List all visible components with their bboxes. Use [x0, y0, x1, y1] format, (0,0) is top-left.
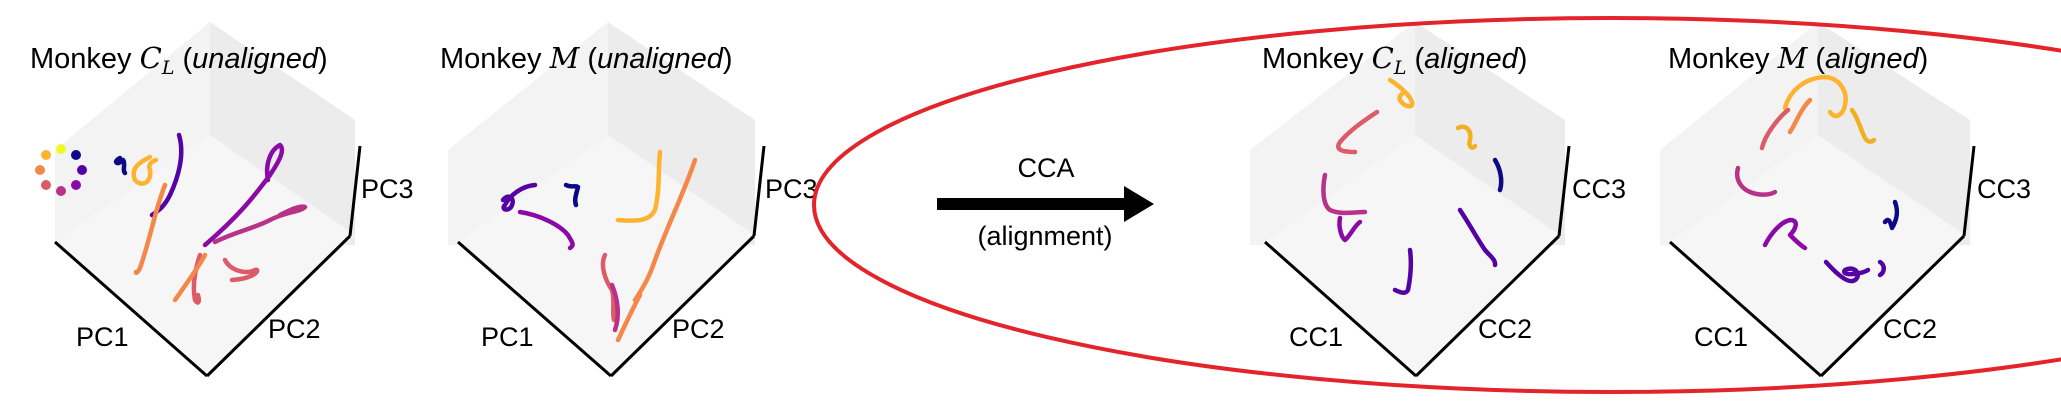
trajectory-line: [563, 182, 581, 208]
axis-label-x: PC1: [76, 322, 129, 352]
arrow-shaft: [1027, 198, 1127, 210]
trajectory-line: [1782, 74, 1848, 119]
trajectory-line: [1455, 124, 1478, 150]
panel-monkey-m-unaligned: Monkey M (unaligned) PC1 PC2 PC3: [440, 22, 818, 378]
legend-dot: [41, 180, 51, 190]
panel-title: Monkey CL (unaligned): [30, 41, 328, 79]
arrow-head-icon: [1124, 186, 1154, 222]
axis-label-z: PC3: [765, 174, 818, 204]
trajectory-line: [1787, 97, 1813, 135]
panel-title: Monkey CL (aligned): [1262, 41, 1527, 79]
axis-label-y: CC2: [1478, 314, 1532, 344]
trajectory-line: [133, 182, 168, 276]
axis-x: [1264, 240, 1417, 378]
trajectory-line: [609, 282, 621, 333]
panel-title: Monkey M (aligned): [1668, 41, 1928, 75]
trajectory-line: [202, 142, 285, 248]
arrow-shaft: [937, 198, 1027, 210]
trajectory-line: [212, 204, 308, 245]
trajectory-line: [500, 182, 538, 212]
axis-y: [1414, 234, 1561, 378]
axis-y: [609, 234, 756, 378]
axis-z: [752, 145, 766, 237]
axis-label-x: CC1: [1289, 322, 1343, 352]
axis-x: [1669, 240, 1822, 378]
trajectory-line: [615, 149, 663, 223]
arrow-bottom-label: (alignment): [977, 221, 1112, 251]
legend-dot: [71, 150, 81, 160]
cca-alignment-arrow: CCA (alignment): [937, 153, 1154, 251]
panel-monkey-m-aligned: Monkey M (aligned) CC1 CC2 CC3: [1660, 22, 2031, 378]
legend-dot: [56, 186, 66, 196]
axis-label-y: CC2: [1883, 314, 1937, 344]
pane-floor: [1670, 135, 1965, 375]
trajectory-line: [1492, 157, 1504, 193]
legend-dot: [77, 165, 87, 175]
axis-label-y: PC2: [268, 314, 321, 344]
legend-dot: [41, 150, 51, 160]
trajectory-line: [517, 209, 575, 251]
trajectory-line: [1457, 207, 1498, 268]
trajectory-line: [1321, 172, 1368, 216]
trajectory-line: [1387, 77, 1415, 109]
trajectory-line: [131, 154, 159, 186]
trajectory-line: [632, 157, 698, 303]
trajectory-line: [1877, 259, 1886, 278]
panel-monkey-cl-aligned: Monkey CL (aligned) CC1 CC2 CC3: [1250, 22, 1626, 378]
trajectory-line: [1882, 199, 1900, 231]
condition-color-wheel-icon: [35, 144, 87, 196]
aligned-highlight-ellipse: [812, 16, 2061, 394]
legend-dot: [71, 180, 81, 190]
axis-label-y: PC2: [672, 314, 725, 344]
trajectory-line: [615, 292, 643, 343]
trajectory-line: [1392, 247, 1414, 295]
axis-label-x: CC1: [1694, 322, 1748, 352]
axis-z: [348, 145, 362, 237]
trajectory-line: [1734, 165, 1778, 197]
trajectories: [113, 132, 308, 305]
trajectory-line: [1759, 107, 1791, 151]
trajectory-line: [172, 252, 208, 303]
trajectories: [1734, 74, 1900, 284]
axis-label-z: PC3: [361, 174, 414, 204]
axis-z: [1557, 145, 1571, 237]
panel-title: Monkey M (unaligned): [440, 41, 733, 75]
trajectory-line: [1823, 259, 1871, 284]
trajectory-line: [1849, 107, 1877, 144]
axis-label-x: PC1: [481, 322, 534, 352]
axis-y: [205, 234, 352, 378]
trajectory-line: [113, 155, 128, 176]
axis-y: [1819, 234, 1966, 378]
trajectories: [1321, 77, 1504, 295]
panel-monkey-cl-unaligned: Monkey CL (unaligned) PC1 PC2 PC3: [30, 22, 414, 378]
axis-label-z: CC3: [1572, 174, 1626, 204]
legend-dot: [56, 144, 66, 154]
trajectory-line: [1336, 109, 1380, 155]
axis-label-z: CC3: [1977, 174, 2031, 204]
legend-dot: [35, 165, 45, 175]
axis-x: [54, 240, 208, 378]
arrow-top-label: CCA: [1017, 153, 1074, 183]
trajectory-line: [1337, 215, 1363, 243]
trajectories: [500, 149, 698, 343]
trajectory-line: [1762, 217, 1808, 251]
trajectory-line: [222, 257, 260, 283]
axis-x: [457, 240, 612, 378]
axis-z: [1962, 145, 1976, 237]
